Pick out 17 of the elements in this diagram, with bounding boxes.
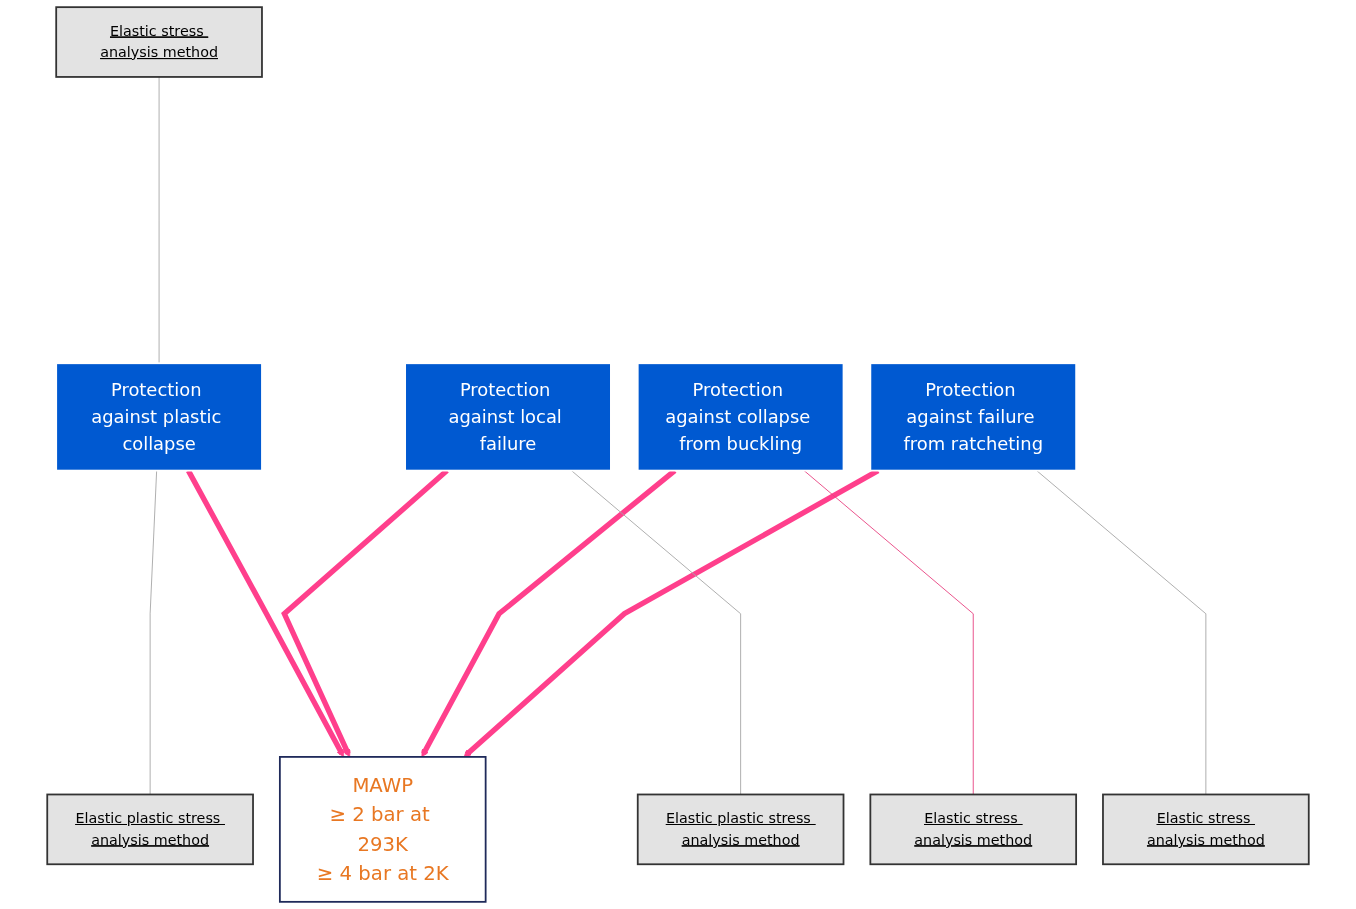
node-box: Elastic stress analysis method <box>869 793 1078 866</box>
connector <box>571 470 742 795</box>
node-box: Protection against plastic collapse <box>55 362 263 472</box>
node-box: Elastic plastic stress analysis method <box>636 793 845 866</box>
connector <box>158 76 160 364</box>
node-box: Elastic stress analysis method <box>55 6 263 78</box>
node-box: Elastic stress analysis method <box>1102 793 1310 866</box>
node-box: MAWP ≥ 2 bar at 293K ≥ 4 bar at 2K <box>278 756 487 903</box>
node-box: Elastic plastic stress analysis method <box>46 793 254 866</box>
connector <box>803 470 974 795</box>
arrow <box>186 469 345 758</box>
connector <box>149 470 158 795</box>
connector <box>1036 470 1207 795</box>
node-box: Protection against local failure <box>404 362 612 472</box>
arrow <box>463 468 880 758</box>
node-box: Protection against failure from ratcheting <box>869 362 1078 472</box>
node-box: Protection against collapse from buckling <box>636 362 845 472</box>
